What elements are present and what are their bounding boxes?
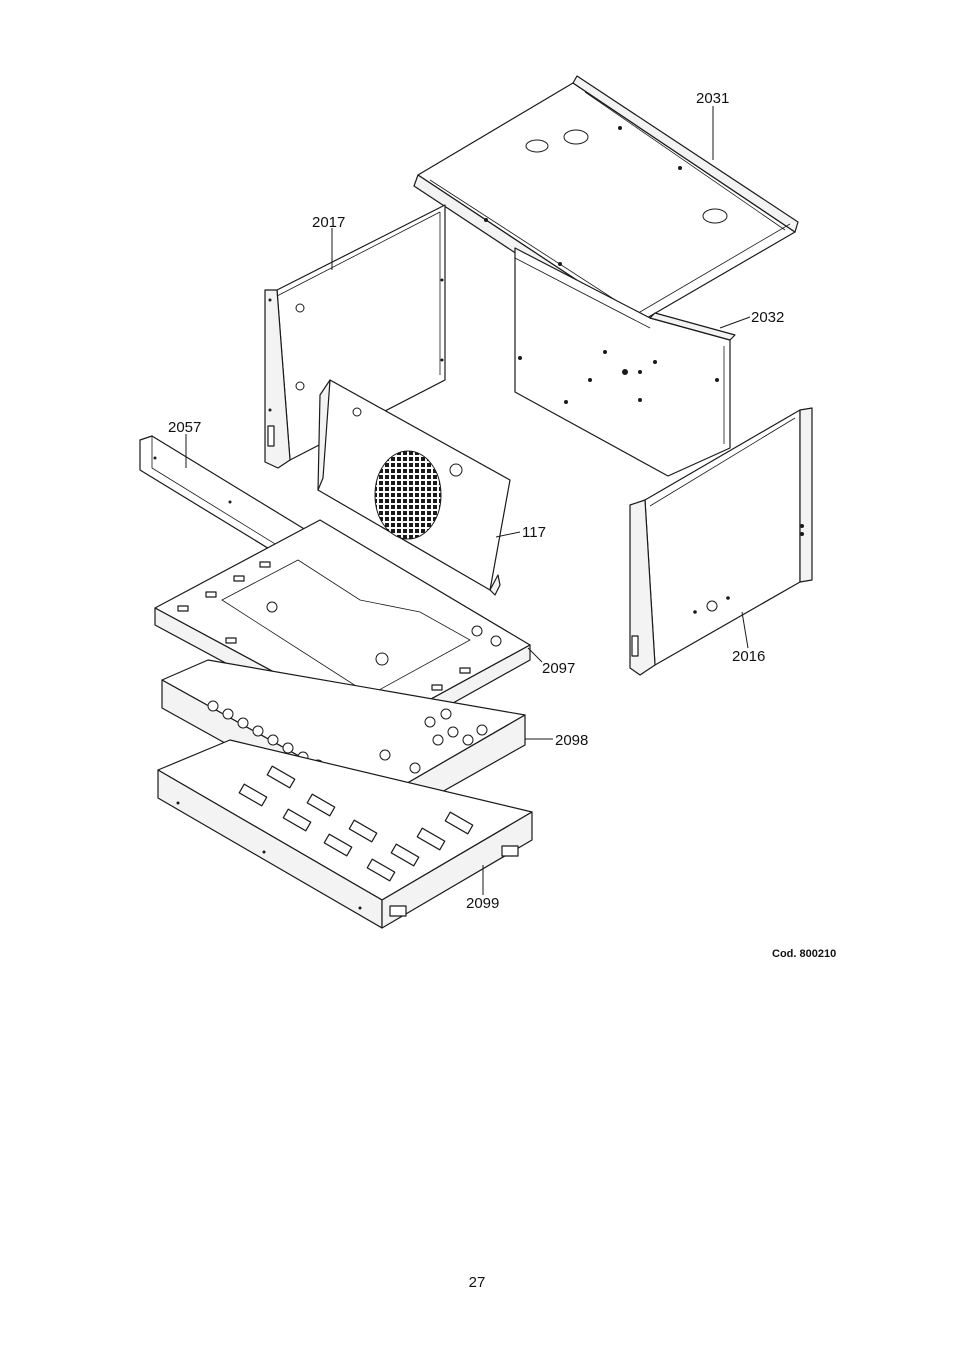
page-number: 27 (0, 1274, 954, 1291)
callout-2032: 2032 (751, 309, 784, 326)
callout-2016: 2016 (732, 648, 765, 665)
callout-2097: 2097 (542, 660, 575, 677)
callout-2031: 2031 (696, 90, 729, 107)
callout-2057: 2057 (168, 419, 201, 436)
leader-2016 (742, 612, 748, 648)
callout-117: 117 (522, 524, 546, 541)
part-2031-top-panel (414, 76, 798, 330)
drawing-code: Cod. 800210 (772, 948, 836, 960)
callout-2098: 2098 (555, 732, 588, 749)
callout-2099: 2099 (466, 895, 499, 912)
callout-2017: 2017 (312, 214, 345, 231)
leader-2032 (720, 317, 750, 328)
